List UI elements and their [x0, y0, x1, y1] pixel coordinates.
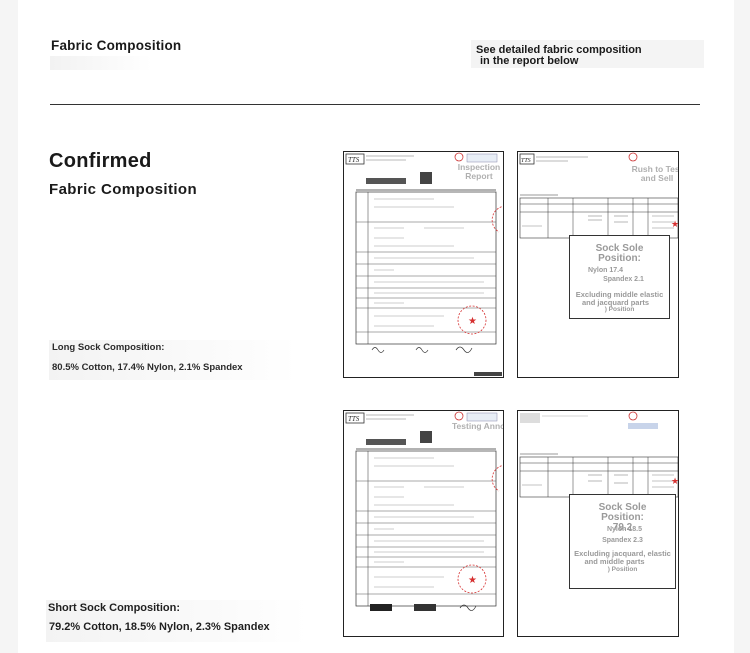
header-left-shadow	[50, 56, 152, 70]
long-sock-label: Long Sock Composition:	[52, 342, 165, 353]
svg-text:★: ★	[468, 316, 477, 327]
svg-text:★: ★	[468, 575, 477, 586]
svg-text:★: ★	[671, 219, 679, 229]
svg-text:★: ★	[671, 476, 679, 486]
testing-announcement-tag: Testing Announcement	[452, 421, 503, 431]
report-note-line-1: See detailed fabric composition	[476, 44, 642, 56]
confirmed-title: Confirmed	[49, 150, 152, 172]
svg-text:TTS: TTS	[348, 156, 360, 164]
long-sock-value: 80.5% Cotton, 17.4% Nylon, 2.1% Spandex	[52, 362, 243, 373]
long-sock-annotation: Long Sock Composition: 80.5% Cotton, 17.…	[49, 340, 297, 380]
report-page-drawing: TTS	[345, 411, 503, 611]
short-sock-label: Short Sock Composition:	[48, 602, 180, 614]
long-sock-report-page-1: TTS	[343, 151, 504, 378]
rush-to-test-tag: Rush to Test and Sell	[631, 164, 679, 183]
svg-text:TTS: TTS	[348, 415, 360, 423]
report-page-drawing: TTS	[345, 152, 503, 376]
confirmed-subtitle: Fabric Composition	[49, 181, 198, 198]
short-sock-annotation: Short Sock Composition: 79.2% Cotton, 18…	[46, 600, 308, 642]
report-page-drawing: ★	[519, 411, 679, 498]
long-sock-sole-overlay: Sock Sole Position: Nylon 17.4 Spandex 2…	[569, 235, 670, 319]
report-note-box: See detailed fabric composition in the r…	[471, 40, 704, 68]
fabric-composition-heading: Fabric Composition	[51, 38, 182, 53]
header-divider	[50, 104, 700, 105]
product-description-page: Fabric Composition See detailed fabric c…	[18, 0, 734, 653]
short-sock-report-page-2: ★ Sock Sole Position: 79.2 Nylon 18.5 Sp…	[517, 410, 679, 637]
svg-text:TTS: TTS	[521, 158, 531, 164]
report-note-line-2: in the report below	[480, 55, 579, 67]
short-sock-report-page-1: TTS	[343, 410, 504, 637]
short-sock-value: 79.2% Cotton, 18.5% Nylon, 2.3% Spandex	[49, 621, 270, 633]
long-sock-report-page-2: TTS ★ Rush to Test and Sell	[517, 151, 679, 378]
inspection-report-tag: Inspection Report	[457, 162, 501, 181]
short-sock-sole-overlay: Sock Sole Position: 79.2 Nylon 18.5 Span…	[569, 494, 676, 589]
